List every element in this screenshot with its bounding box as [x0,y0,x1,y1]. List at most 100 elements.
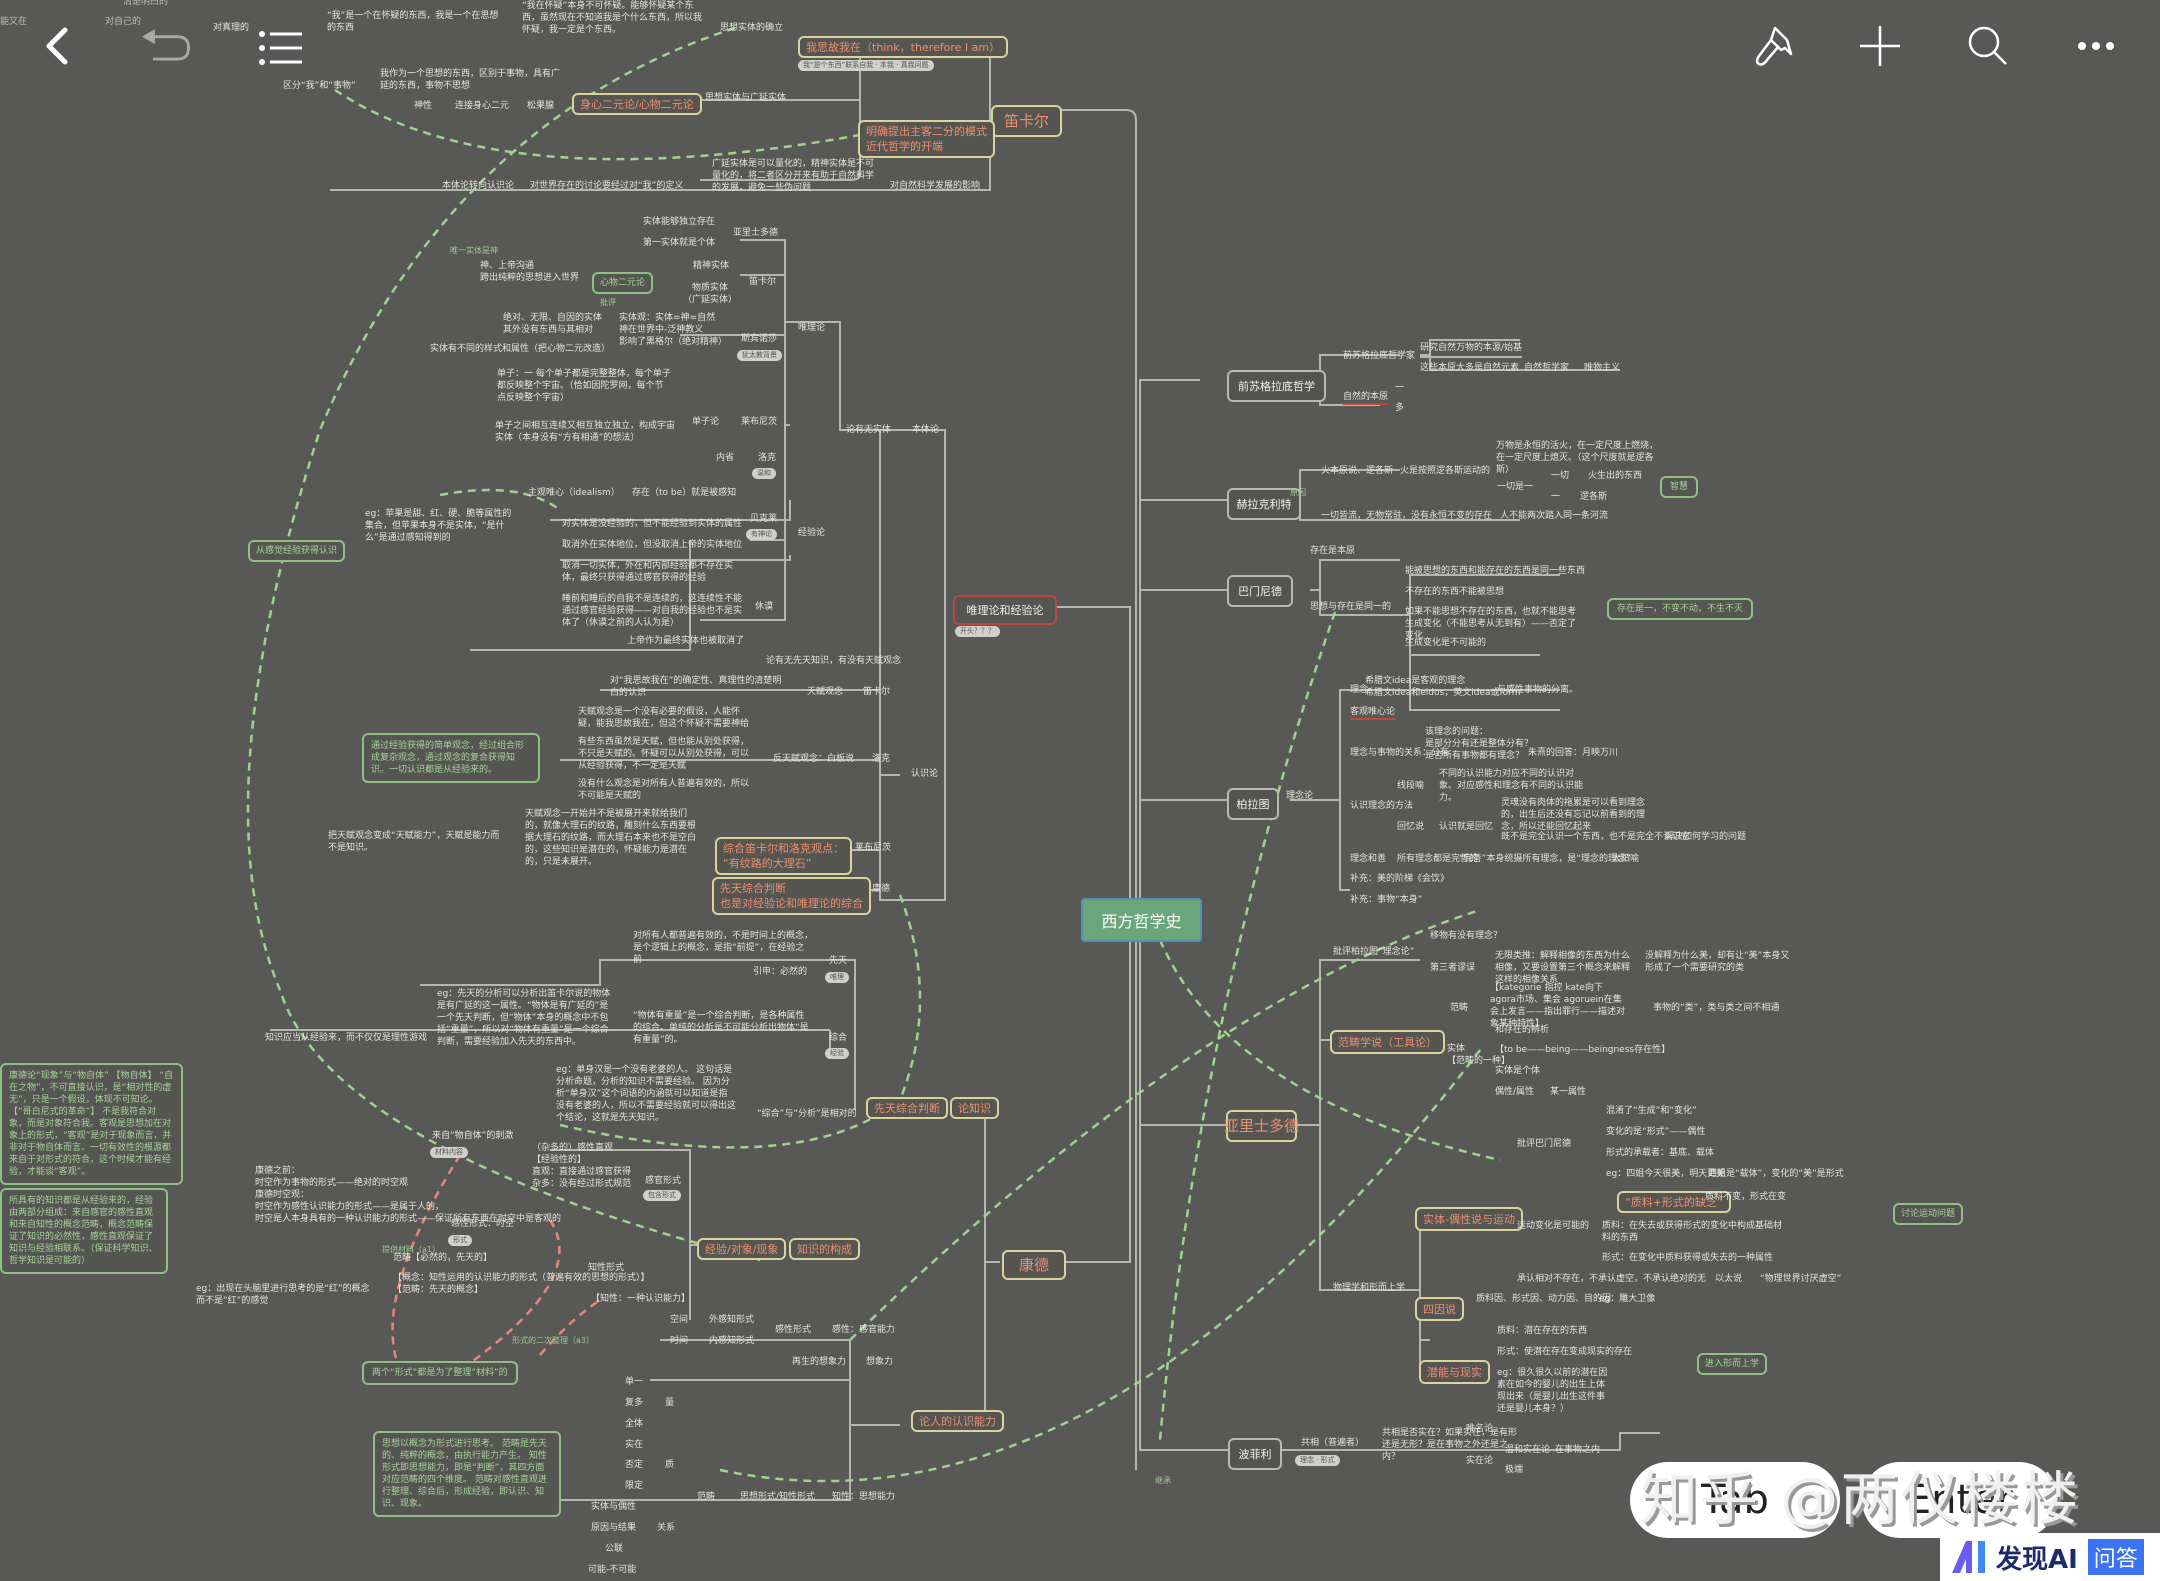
crit-item-3: eg：四姐今天很美，明天更美 [1606,1169,1726,1179]
text-connect: 连接身心二元 [455,101,510,111]
node-potency[interactable]: 潜能与现实 [1419,1360,1490,1384]
text-a-priori: 先天 [829,956,848,966]
node-two-parts[interactable]: 所具有的知识都是从经验来的，经验由两部分组成：来自感官的感性直观和来自知性的概念… [0,1188,168,1274]
crit-item-1: 变化的是“形式”——偶性 [1606,1127,1706,1137]
undo-icon [141,29,190,61]
pill-start: 开头？？？ [955,626,1000,637]
node-aristotle[interactable]: 亚里士多德 [1224,1110,1299,1142]
crit-item-0: 混淆了“生成”和“变化” [1606,1106,1697,1116]
node-synthetic[interactable]: 先天综合判断 [866,1097,948,1119]
node-plato[interactable]: 柏拉图 [1227,788,1279,820]
node-wisdom[interactable]: 智慧 [1660,476,1699,498]
text-understanding-ability: 知性：思想能力 [832,1492,896,1502]
text-ontology: 本体论 [912,425,940,435]
back-button[interactable] [30,18,86,74]
node-kant[interactable]: 康德 [1002,1250,1066,1280]
text-some-attr: 某一属性 [1550,1087,1587,1097]
node-knowledge-comp[interactable]: 知识的构成 [789,1238,860,1260]
parm-item-1: 不存在的东西不能被思想 [1405,587,1505,597]
text-partial: 既不是完全认识一个东西，也不是完全不认识它 [1501,832,1691,842]
node-presocratic[interactable]: 前苏格拉底哲学 [1227,370,1326,402]
text-quantity: 量 [665,1398,675,1408]
node-abilities[interactable]: 论人的认识能力 [911,1410,1004,1432]
node-exp-knowledge[interactable]: 从感觉经验获得认识 [248,540,346,562]
search-button[interactable] [1960,18,2016,74]
text-subjective: 主观唯心（idealism） [528,488,620,498]
node-experience-object[interactable]: 经验/对象/现象 [697,1238,787,1260]
node-being-one[interactable]: 存在是一，不变不动，不生不灭 [1607,598,1754,620]
more-icon [2078,42,2114,50]
text-synth-desc: “物体有重量”是一个综合判断，是各种属性的综合。单纯的分析是不可能分析出物体“是… [633,1011,809,1045]
plus-icon [1860,26,1900,66]
text-intuition: （杂多的）感性直观 【经验性的】 直观：直接通过感官获得 杂多：没有经过形式规范 [532,1143,632,1189]
text-hates-void: “物理世界讨厌虚空” [1760,1274,1842,1284]
node-heraclitus[interactable]: 赫拉克利特 [1227,488,1301,520]
text-no-exp: 对实体是没经验的，但不能经验到实体的属性 [562,519,743,529]
node-on-knowledge[interactable]: 论知识 [950,1097,999,1119]
node-four-causes[interactable]: 四因说 [1415,1297,1464,1321]
text-all-perfect: 所有理念都是完善的 [1397,854,1479,864]
node-metaphysics[interactable]: 进入形而上学 [1697,1353,1768,1375]
node-mind-body[interactable]: 心物二元论 [592,272,654,294]
text-monad-desc: 单子：一 每个单子都是完整整体，每个单子都反映整个宇宙。（恰如因陀罗网，每个节点… [497,369,671,403]
add-button[interactable] [1852,18,1908,74]
text-independent: 实体能够独立存在 [643,217,716,227]
node-subject-object[interactable]: 明确提出主客二分的模式 近代哲学的开端 [858,120,995,158]
node-green-categories[interactable]: 思想以概念为形式进行思考。 范畴是先天的、纯粹的概念，由执行能力产生。 知性形式… [373,1431,561,1517]
node-marble[interactable]: 综合笛卡尔和洛克观点： “有纹路的大理石” [715,837,852,875]
text-relation-q: 该理念的问题： 是部分分有还是整体分有？ 是否所有事物都有理念？ [1425,727,1534,761]
node-substance-motion[interactable]: 实体-偶性说与运动 [1415,1207,1523,1231]
text-method: 认识理念的方法 [1350,801,1414,811]
node-parmenides[interactable]: 巴门尼德 [1227,575,1293,607]
text-leibniz: 莱布尼茨 [741,417,778,427]
text-supp2: 补充：事物“本身” [1350,895,1423,905]
text-pineal: 松果腺 [527,101,555,111]
node-phenomenon[interactable]: 康德论“现象”与“物自体” 【物自体】 “自在之物”，不可直接认识，是“相对性的… [0,1063,183,1185]
text-aristotle-sub: 亚里士多德 [733,228,779,238]
text-spinoza-desc: 实体观：实体=神=自然 神在世界中-泛神教义 影响了黑格尔（绝对精神） [619,313,728,347]
label-inherit: 继承 [1155,1476,1171,1485]
pill-idea-form: 理念 · 形式 [1295,1455,1340,1466]
node-porphyry[interactable]: 波菲利 [1228,1438,1282,1470]
ai-logo-icon [1952,1541,1985,1573]
locke-item-0: 天赋观念是一个没有必要的假设，人能怀疑，能我思故我在，但这个怀疑不需要神给 [578,707,750,729]
text-kinds: 事物的“类”，类与类之间不相通 [1653,1003,1780,1013]
root-node[interactable]: 西方哲学史 [1081,898,1202,942]
node-synthetic-merge[interactable]: 先天综合判断 也是对经验论和唯理论的综合 [712,877,871,915]
node-motion-theory[interactable]: 讨论运动问题 [1893,1203,1964,1225]
pill-form: 形式 [448,1235,472,1246]
text-good: 理念和善 [1350,854,1387,864]
text-matter-same: 质料不变，形式在变 [1705,1192,1787,1202]
text-before-kant: 康德之前： 时空作为事物的形式——绝对的时空观 康德时空观： 时空作为感性认识能… [255,1166,562,1224]
text-rationalism: 唯理论 [798,323,826,333]
text-recollection: 回忆说 [1397,822,1425,832]
text-quality: 质 [665,1460,675,1470]
text-relation: 关系 [657,1523,676,1533]
outline-button[interactable] [252,18,308,74]
node-rationalism-empiricism[interactable]: 唯理论和经验论 [953,595,1057,625]
node-cogito[interactable]: 我思故我在（think，therefore I am） [798,36,1009,58]
pill-cogito: 我“是个东西”联系自我 · 本我 · 真我问题 [798,60,934,71]
node-descartes[interactable]: 笛卡尔 [991,105,1062,137]
text-red-eg: eg：出现在头脑里进行思考的是“红”的概念而不是“红”的感觉 [196,1284,370,1306]
node-matter-form[interactable]: “质料+形式的缺乏” [1617,1191,1731,1213]
node-locke-green[interactable]: 通过经验获得的简单观念，经过组合形成复杂观念，通过观念的复合获得知识。一切认识都… [362,733,540,783]
text-leibniz-epi: 莱布尼茨 [855,843,892,853]
node-categories[interactable]: 范畴学说（工具论） [1330,1030,1445,1054]
node-two-forms[interactable]: 两个“形式”都是为了整理“材料”的 [362,1361,518,1385]
undo-button[interactable] [140,18,196,74]
text-descartes-epi: 笛卡尔 [863,687,891,697]
more-button[interactable] [2068,18,2124,74]
node-dualism[interactable]: 身心二元论/心物二元论 [572,93,702,115]
text-category-apriori: 范畴【必然的，先天的】 [393,1253,493,1263]
text-third-desc: 无限类推：解释相像的东西为什么相像，又要设置第三个概念来解释这样的相像关系 [1495,951,1631,985]
text-idea-theory: 理念论 [1286,791,1314,801]
text-nature-origin: 自然的本原 [1343,391,1389,405]
cat-item-3: 实在 [625,1440,644,1450]
style-button[interactable] [1745,18,1801,74]
text-epistemology: 认识论 [911,769,939,779]
text-crit-parm: 批评巴门尼德 [1517,1139,1572,1149]
text-imagination: 想象力 [866,1357,894,1367]
text-idea-desc: 希腊文idea是客观的理念 希腊文idea和eidos，英文idea或form [1365,676,1521,698]
text-zhuxi: 朱熹的回答：月映万川 [1528,748,1619,758]
